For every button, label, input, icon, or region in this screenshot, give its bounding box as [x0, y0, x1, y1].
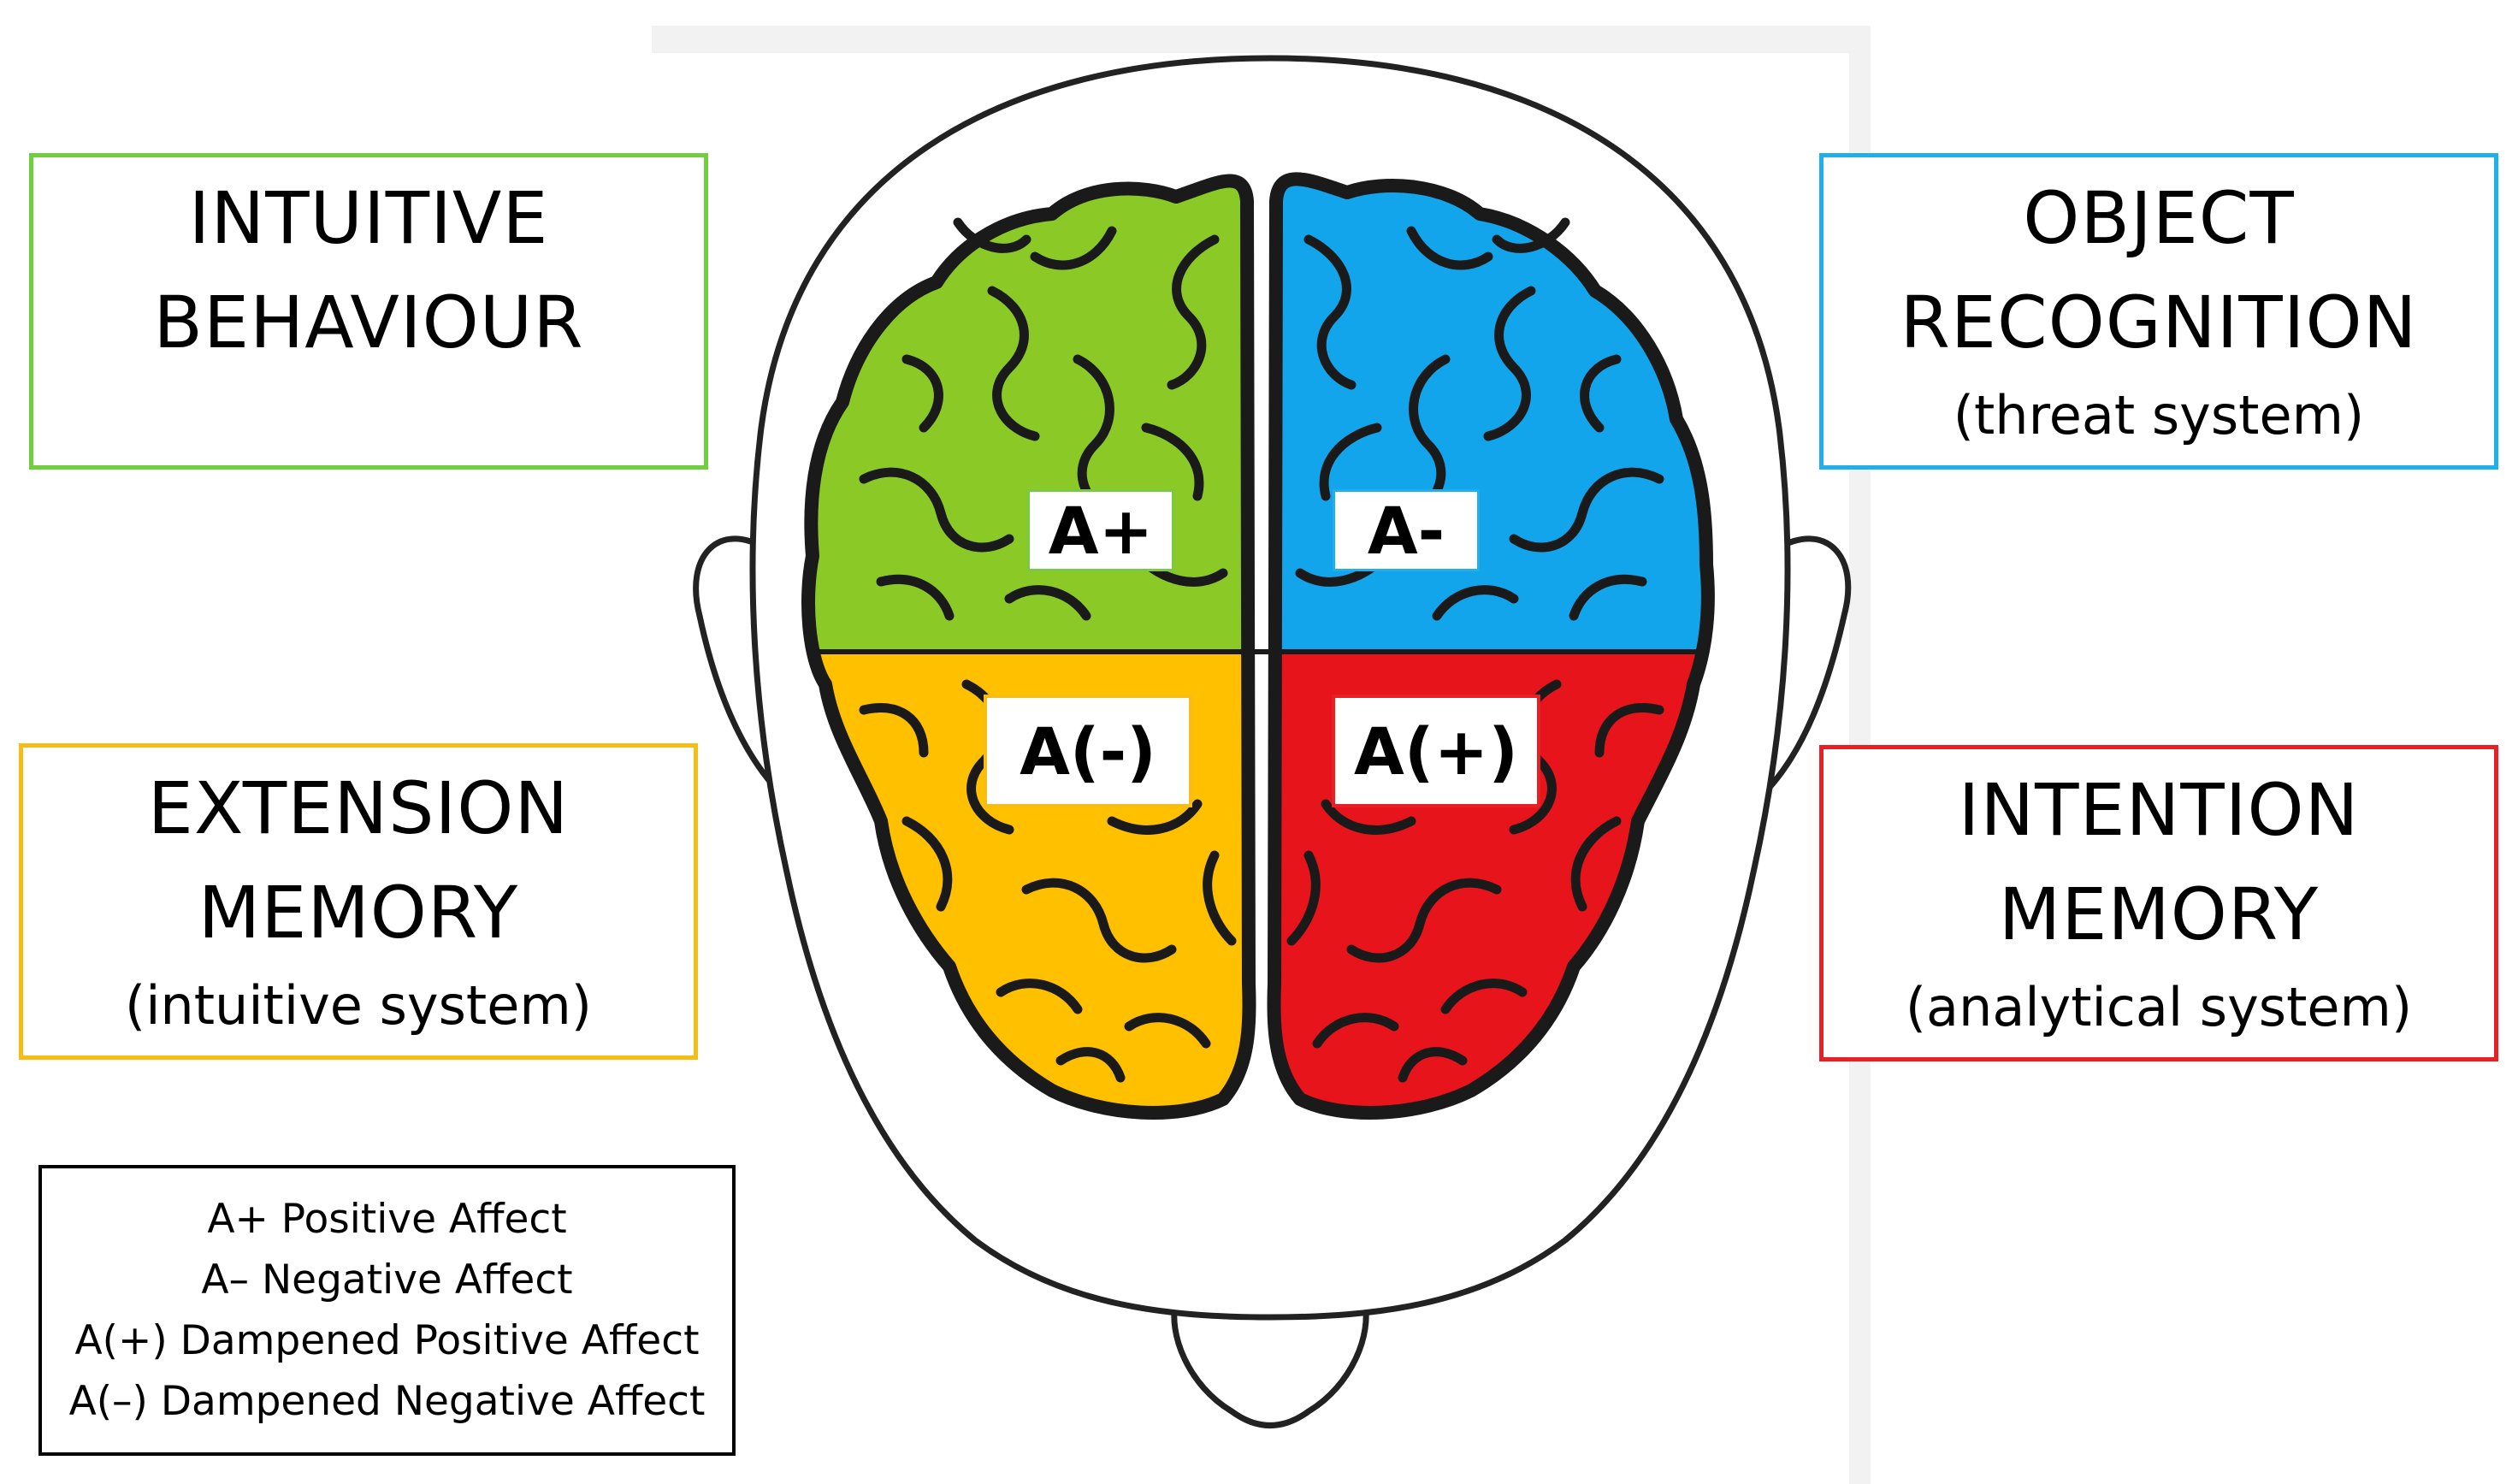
intention-memory-box: INTENTION MEMORY (analytical system) [1819, 745, 2498, 1061]
box-title-line: OBJECT [2023, 176, 2295, 260]
box-subtitle: (intuitive system) [125, 974, 592, 1037]
intuitive-behaviour-box: INTUITIVE BEHAVIOUR [29, 153, 708, 470]
box-title-line: MEMORY [198, 871, 519, 955]
legend-item: A+ Positive Affect [207, 1196, 567, 1243]
box-title-line: INTUITIVE [188, 176, 549, 260]
box-title-line: RECOGNITION [1900, 281, 2418, 364]
affect-legend: A+ Positive Affect A– Negative Affect A(… [38, 1165, 736, 1456]
quadrant-label-dampened-negative-affect: A(-) [984, 695, 1192, 807]
legend-item: A– Negative Affect [201, 1256, 573, 1304]
box-title-line: INTENTION [1958, 768, 2360, 852]
box-title-line: BEHAVIOUR [153, 281, 584, 364]
legend-item: A(–) Dampened Negative Affect [68, 1378, 706, 1425]
neck [1171, 1297, 1369, 1428]
object-recognition-box: OBJECT RECOGNITION (threat system) [1819, 153, 2498, 470]
box-title-line: MEMORY [1998, 872, 2320, 956]
extension-memory-box: EXTENSION MEMORY (intuitive system) [19, 743, 698, 1060]
quadrant-label-negative-affect: A- [1333, 489, 1480, 571]
left-hemisphere-outline [801, 174, 1256, 1120]
quadrant-label-dampened-positive-affect: A(+) [1332, 695, 1540, 807]
box-subtitle: (analytical system) [1905, 976, 2413, 1038]
quadrant-label-positive-affect: A+ [1027, 489, 1174, 571]
right-hemisphere-outline [1267, 172, 1715, 1120]
box-title-line: EXTENSION [147, 766, 570, 850]
box-subtitle: (threat system) [1953, 384, 2365, 446]
legend-item: A(+) Dampened Positive Affect [74, 1317, 700, 1364]
